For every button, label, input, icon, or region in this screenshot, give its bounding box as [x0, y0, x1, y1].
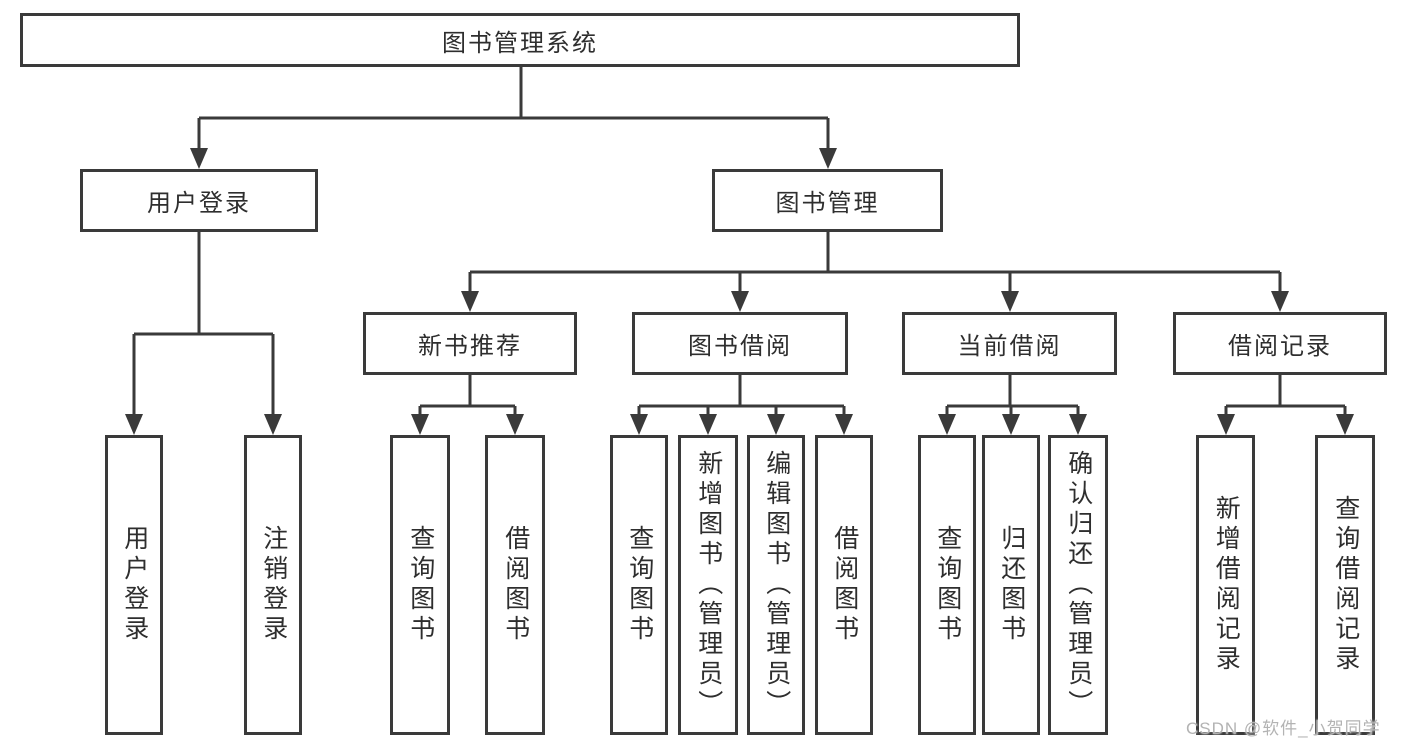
node-book-management: 图书管理	[712, 169, 943, 232]
leaf-user-login-label: 用户登录	[120, 525, 149, 645]
node-new-book-recommend-label: 新书推荐	[418, 333, 522, 360]
edge-newbooks-to-leaves	[418, 375, 517, 418]
edge-bookborrow-to-leaves	[637, 375, 846, 418]
node-root: 图书管理系统	[20, 13, 1020, 67]
leaf-current-query: 查询图书	[918, 435, 976, 735]
leaf-newbooks-borrow-label: 借阅图书	[501, 525, 530, 645]
leaf-borrow-add-admin: 新增图书（管理员）	[678, 435, 738, 735]
leaf-logout: 注销登录	[244, 435, 302, 735]
node-user-login-label: 用户登录	[147, 190, 251, 217]
leaf-records-query-label: 查询借阅记录	[1331, 495, 1360, 675]
leaf-current-query-label: 查询图书	[933, 525, 962, 645]
leaf-current-return-label: 归还图书	[997, 525, 1026, 645]
node-current-borrow-label: 当前借阅	[957, 333, 1062, 360]
leaf-records-add: 新增借阅记录	[1196, 435, 1255, 735]
leaf-borrow-query-label: 查询图书	[625, 525, 654, 645]
edge-root-to-level2	[197, 67, 830, 152]
node-book-management-label: 图书管理	[775, 190, 880, 217]
edge-userlogin-to-leaves	[132, 232, 275, 418]
node-root-label: 图书管理系统	[442, 29, 598, 57]
node-current-borrow: 当前借阅	[902, 312, 1117, 375]
leaf-borrow-query: 查询图书	[610, 435, 668, 735]
leaf-borrow-edit-admin: 编辑图书（管理员）	[747, 435, 805, 735]
arrowheads	[125, 148, 1354, 435]
leaf-borrow-edit-admin-label: 编辑图书（管理员）	[762, 450, 791, 720]
leaf-user-login: 用户登录	[105, 435, 163, 735]
leaf-logout-label: 注销登录	[259, 525, 288, 645]
edge-bookmgmt-to-level3	[468, 232, 1282, 296]
node-borrow-records-label: 借阅记录	[1228, 333, 1332, 360]
edge-currentborrow-to-leaves	[945, 375, 1080, 418]
edge-borrowrecords-to-leaves	[1224, 375, 1347, 418]
leaf-records-add-label: 新增借阅记录	[1212, 495, 1241, 675]
leaf-records-query: 查询借阅记录	[1315, 435, 1375, 735]
node-book-borrow-label: 图书借阅	[688, 333, 792, 360]
leaf-borrow-add-admin-label: 新增图书（管理员）	[694, 450, 723, 720]
leaf-newbooks-query: 查询图书	[390, 435, 450, 735]
leaf-borrow-borrow: 借阅图书	[815, 435, 873, 735]
leaf-borrow-borrow-label: 借阅图书	[830, 525, 859, 645]
csdn-watermark: CSDN @软件_小贺同学	[1186, 719, 1381, 738]
leaf-current-return: 归还图书	[982, 435, 1040, 735]
leaf-current-confirm-admin-label: 确认归还（管理员）	[1064, 450, 1093, 720]
node-user-login: 用户登录	[80, 169, 318, 232]
node-new-book-recommend: 新书推荐	[363, 312, 577, 375]
node-book-borrow: 图书借阅	[632, 312, 848, 375]
leaf-newbooks-query-label: 查询图书	[406, 525, 435, 645]
node-borrow-records: 借阅记录	[1173, 312, 1387, 375]
leaf-current-confirm-admin: 确认归还（管理员）	[1048, 435, 1108, 735]
leaf-newbooks-borrow: 借阅图书	[485, 435, 545, 735]
